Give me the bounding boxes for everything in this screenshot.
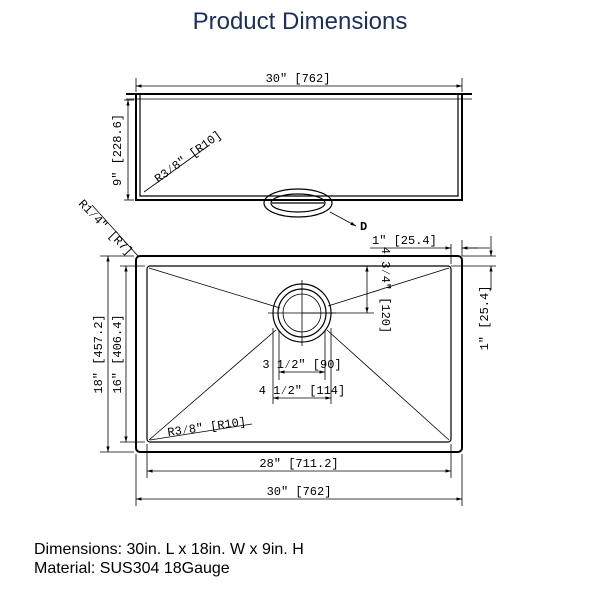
dim-corner-radius: R1⁄4″ [R7]	[75, 197, 135, 259]
dim-bowl-radius: R3⁄8″ [R10]	[167, 415, 247, 440]
dim-inner-width: 16″ [406.4]	[111, 314, 125, 393]
slope-line	[326, 329, 450, 441]
drain-top	[263, 188, 333, 218]
dim-rim-top: 1″ [25.4]	[372, 234, 437, 248]
dim-drain-outer: 4 1⁄2″ [114]	[259, 384, 345, 398]
slope-line	[327, 267, 450, 307]
dim-top-radius: R3⁄8″ [R10]	[152, 128, 224, 186]
dim-outer-length: 30″ [762]	[267, 485, 332, 499]
dim-outer-width: 18″ [457.2]	[92, 314, 106, 393]
page-title: Product Dimensions	[192, 8, 408, 35]
dim-rim-side: 1″ [25.4]	[478, 286, 492, 351]
side-view-inner-wall	[139, 95, 459, 197]
top-view	[91, 204, 496, 506]
drain-label: D	[360, 220, 367, 234]
dimensions-summary: Dimensions: 30in. L x 18in. W x 9in. H	[34, 541, 304, 558]
sink-bowl	[146, 265, 452, 443]
dim-drain-inner: 3 1⁄2″ [90]	[262, 358, 341, 372]
slope-line	[148, 267, 281, 309]
corner-radius-leader	[91, 204, 139, 257]
dim-top-width: 30″ [762]	[266, 72, 331, 86]
dim-inner-length: 28″ [711.2]	[259, 457, 338, 471]
side-view	[124, 78, 472, 227]
material-summary: Material: SUS304 18Gauge	[34, 560, 230, 577]
side-view-body	[135, 95, 463, 201]
dim-depth: 9″ [228.6]	[111, 114, 125, 186]
dim-drain-offset: 4 3⁄4″ [120]	[378, 247, 392, 333]
drain-leader	[329, 211, 357, 227]
sink-outer-rim	[135, 255, 463, 453]
slope-line	[148, 329, 277, 441]
